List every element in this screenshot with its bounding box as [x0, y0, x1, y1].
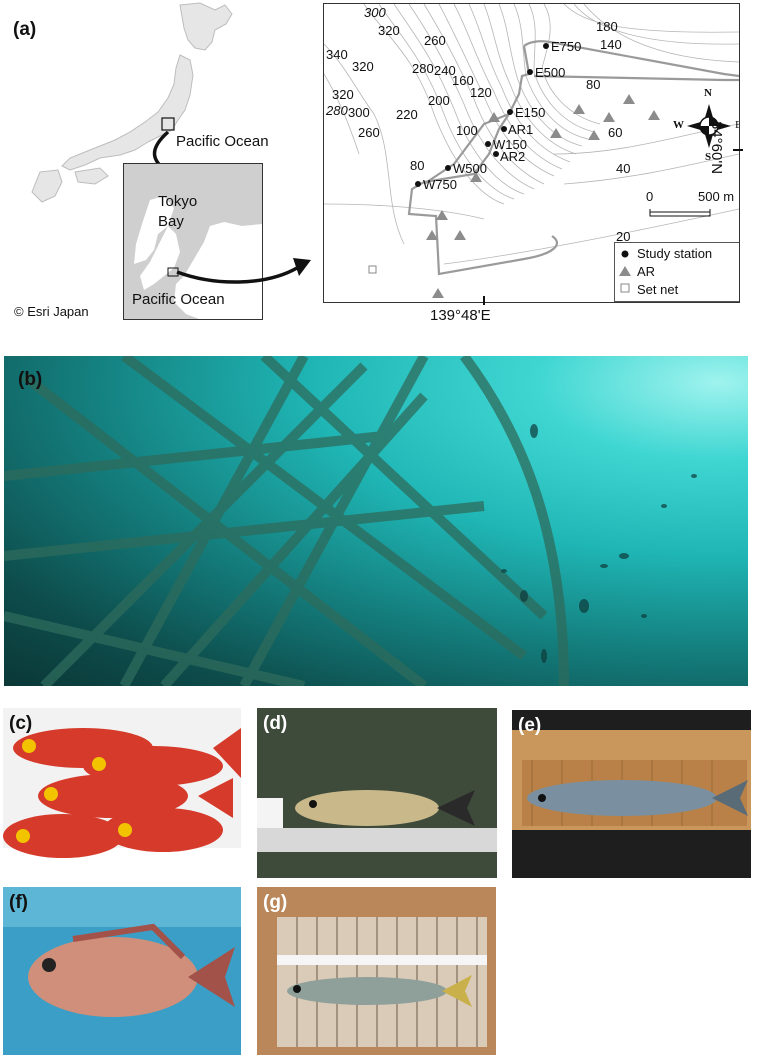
- compass-s: S: [705, 151, 712, 163]
- compass-n: N: [704, 87, 712, 99]
- mackerel-illustration: [512, 730, 751, 830]
- tokyo-label: Tokyo: [158, 193, 198, 210]
- station-w500: W500: [453, 161, 487, 176]
- japan-locator-box: [161, 117, 175, 131]
- legend-ar: AR: [637, 264, 656, 279]
- tokyo-bay-inset: [123, 163, 263, 320]
- legend-study-station: Study station: [637, 246, 713, 261]
- red-fish-illustration: [3, 728, 241, 878]
- station-e750: E750: [551, 39, 582, 54]
- photo-mackerel: (e): [512, 710, 751, 878]
- esri-credit: © Esri Japan: [14, 304, 89, 319]
- panel-label-f: (f): [9, 892, 28, 913]
- longitude-tick: [483, 296, 485, 305]
- contour-220: 220: [396, 107, 418, 122]
- kyushu-landmass: [31, 169, 63, 203]
- scale-zero: 0: [646, 189, 654, 204]
- panel-label-c: (c): [9, 713, 33, 734]
- contour-160: 160: [452, 73, 474, 88]
- inset-to-map-arrow: [176, 258, 311, 284]
- legend-symbols: [619, 250, 631, 293]
- compass-e: E: [735, 120, 739, 131]
- scale-label: 500 m: [698, 189, 735, 204]
- station-ar2: AR2: [500, 149, 526, 164]
- contour-320c: 320: [332, 87, 354, 102]
- contour-340: 340: [326, 47, 348, 62]
- latitude-label: 34°60'N: [708, 120, 726, 175]
- contour-320a: 320: [378, 23, 400, 38]
- station-ar1: AR1: [508, 122, 534, 137]
- grey-fish-illustration: [257, 790, 497, 852]
- shikoku-landmass: [74, 167, 109, 185]
- contour-20: 20: [616, 229, 631, 244]
- station-markers: [368, 43, 731, 298]
- station-w150: W150: [493, 137, 527, 152]
- artificial-reef-structure: [4, 356, 697, 686]
- photo-horse-mackerel: (g): [257, 887, 496, 1055]
- pacific-ocean-label-bottom: Pacific Ocean: [132, 291, 225, 308]
- panel-label-e: (e): [518, 715, 542, 736]
- detail-map-frame: 300 320 340 320 280 300 320 260 280 240 …: [323, 3, 740, 303]
- sea-bream-illustration: [3, 887, 241, 1017]
- photo-red-fish: (c): [3, 708, 241, 878]
- panel-label-g: (g): [263, 892, 288, 913]
- station-w750: W750: [423, 177, 457, 192]
- station-e150: E150: [515, 105, 546, 120]
- map-legend: Study station AR Set net: [614, 242, 739, 302]
- contour-120: 120: [470, 85, 492, 100]
- contour-280b: 280: [326, 103, 348, 118]
- legend-set-net: Set net: [637, 282, 679, 297]
- horse-mackerel-illustration: [277, 917, 487, 1047]
- latitude-tick: [733, 149, 743, 151]
- contour-140: 140: [600, 37, 622, 52]
- panel-label-b: (b): [18, 369, 43, 390]
- contour-260b: 260: [358, 125, 380, 140]
- hokkaido-landmass: [179, 2, 233, 51]
- contour-300b: 300: [348, 105, 370, 120]
- panel-label-d: (d): [263, 713, 288, 734]
- photo-sea-bream: (f): [3, 887, 241, 1055]
- contour-80b: 80: [586, 77, 601, 92]
- contour-60: 60: [608, 125, 623, 140]
- contour-260a: 260: [424, 33, 446, 48]
- contour-320b: 320: [352, 59, 374, 74]
- underwater-reef-photo: (b): [4, 356, 748, 686]
- contour-100: 100: [456, 123, 478, 138]
- station-e500: E500: [535, 65, 566, 80]
- panel-label-a: (a): [13, 19, 37, 40]
- bathymetry-contours: [324, 4, 739, 276]
- contour-280a: 280: [412, 61, 434, 76]
- tokyo-bay-land: [124, 164, 262, 319]
- contour-240: 240: [434, 63, 456, 78]
- honshu-landmass: [61, 54, 194, 171]
- photo-grey-fish: (d): [257, 708, 497, 878]
- contour-80a: 80: [410, 158, 425, 173]
- contour-180: 180: [596, 19, 618, 34]
- contour-200: 200: [428, 93, 450, 108]
- longitude-label: 139°48'E: [430, 307, 491, 324]
- contour-300: 300: [364, 5, 386, 20]
- bay-label: Bay: [158, 213, 184, 230]
- pacific-ocean-label-top: Pacific Ocean: [176, 133, 269, 150]
- compass-w: W: [673, 119, 684, 131]
- contour-40: 40: [616, 161, 631, 176]
